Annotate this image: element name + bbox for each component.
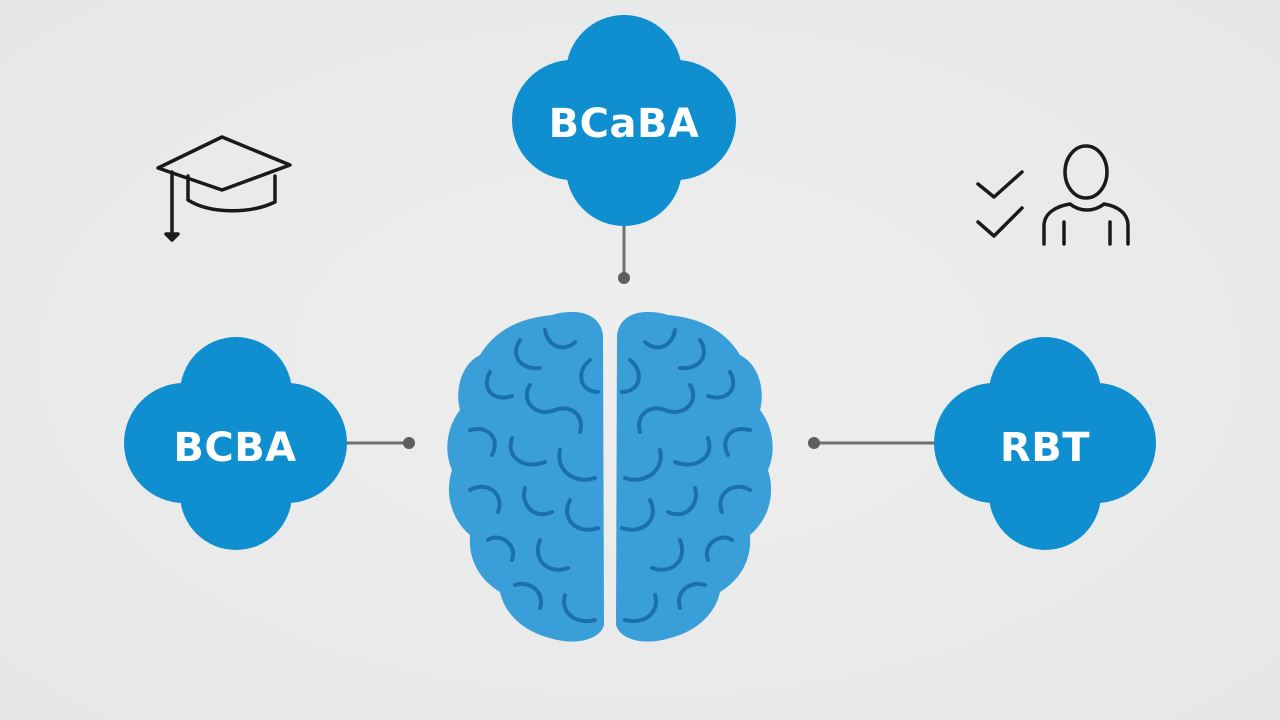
- brain-right-hemisphere: [616, 311, 773, 642]
- graduation-cap-icon: [156, 135, 292, 242]
- checklist-person-icon: [976, 144, 1130, 246]
- node-right-shape: [934, 337, 1156, 550]
- connector-left-dot: [403, 437, 415, 449]
- brain-left-hemisphere: [447, 311, 604, 642]
- person-body-icon: [1042, 202, 1130, 246]
- check-icon-2: [976, 206, 1024, 238]
- connector-top-dot: [618, 272, 630, 284]
- brain-folds-right: [620, 328, 752, 624]
- check-icon-1: [976, 170, 1024, 199]
- node-top-shape: [512, 15, 736, 226]
- connector-right-dot: [808, 437, 820, 449]
- node-left-shape: [124, 337, 347, 550]
- connectors: [342, 222, 938, 449]
- brain-icon: [447, 311, 773, 642]
- brain-folds-left: [468, 328, 600, 624]
- person-head-icon: [1063, 144, 1109, 200]
